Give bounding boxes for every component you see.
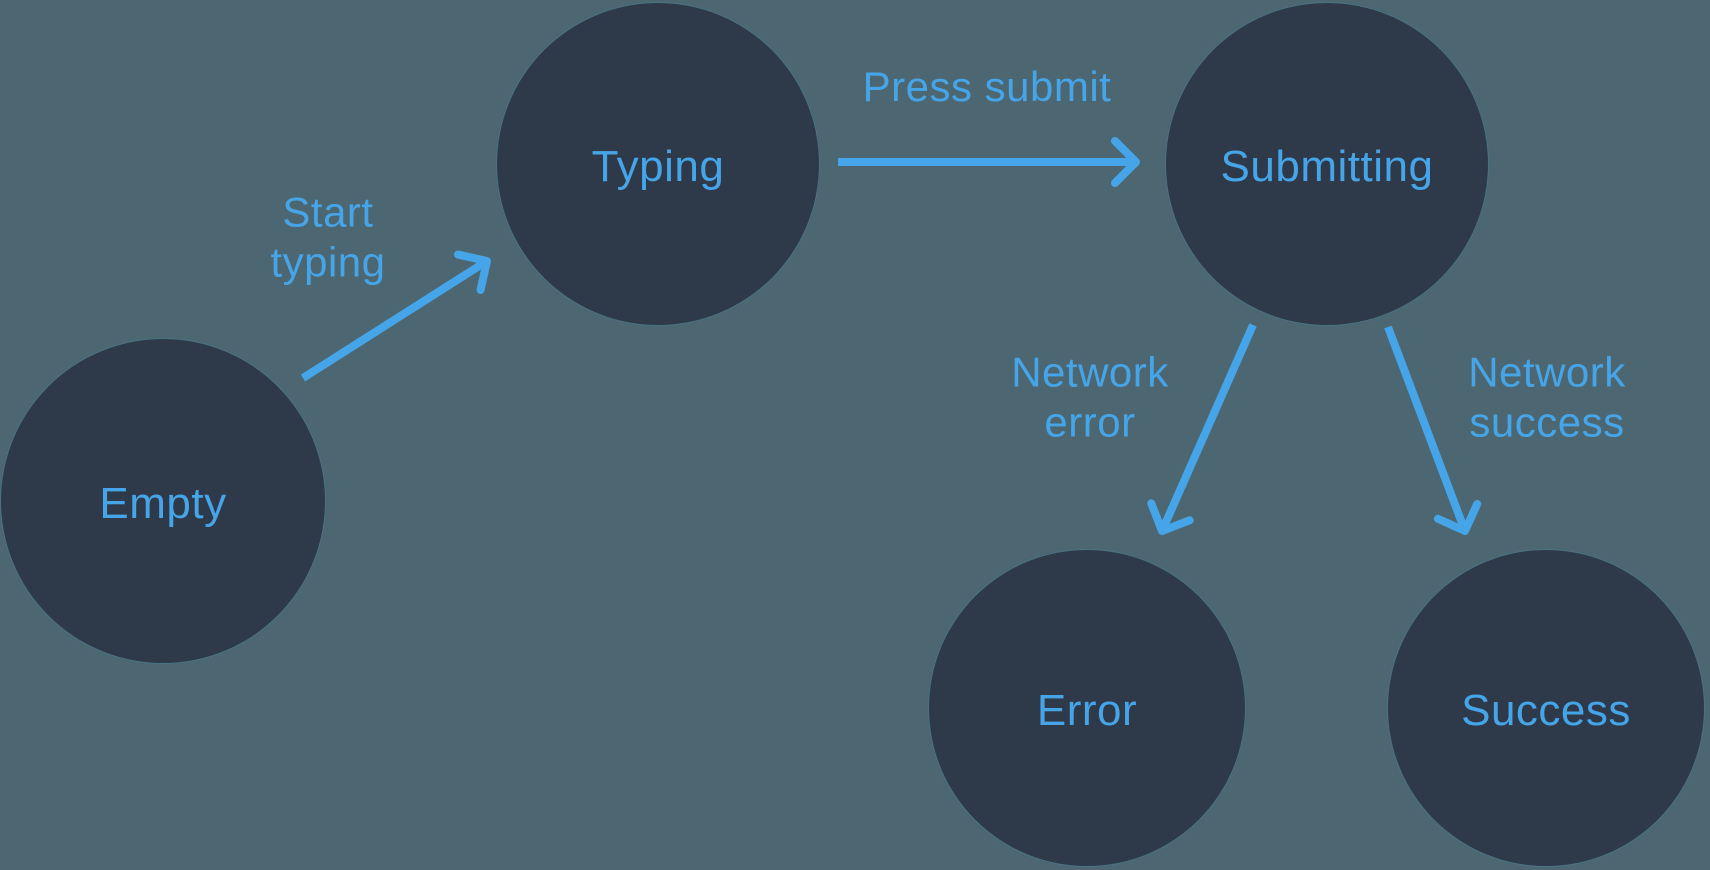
state-node-label: Typing: [591, 142, 725, 191]
edge-label-start-typing: Start typing: [270, 188, 386, 286]
state-node-label: Success: [1461, 686, 1631, 735]
state-node-error: Error: [929, 550, 1245, 866]
state-node-label: Submitting: [1220, 142, 1434, 191]
state-node-typing: Typing: [497, 3, 819, 325]
edge-label-network-error: Network error: [1011, 348, 1169, 446]
edge-label-press-submit: Press submit: [862, 62, 1112, 110]
edge-label-network-success: Network success: [1468, 348, 1626, 446]
state-node-label: Error: [1036, 686, 1138, 735]
state-node-empty: Empty: [1, 339, 325, 663]
state-node-label: Empty: [99, 479, 227, 528]
state-node-success: Success: [1388, 550, 1704, 866]
state-node-submitting: Submitting: [1166, 3, 1488, 325]
